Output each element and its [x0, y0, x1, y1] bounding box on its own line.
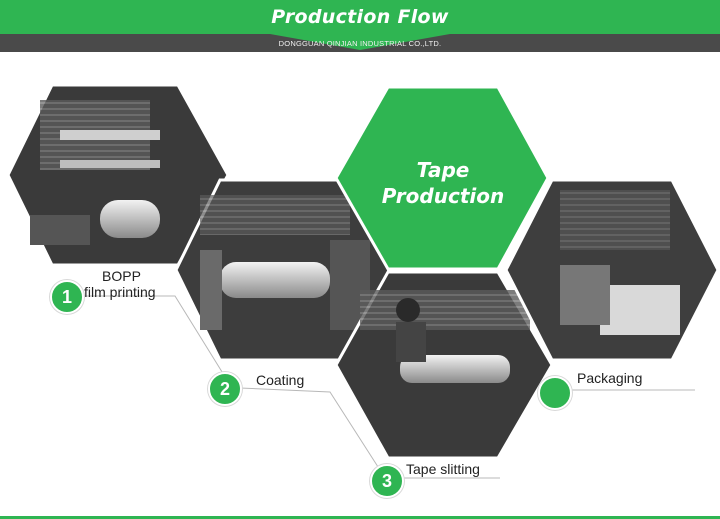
center-title-line2: Production — [381, 184, 505, 208]
connector-lines — [82, 295, 695, 479]
step-badge-1: 1 — [50, 280, 84, 314]
banner-shape — [0, 0, 720, 52]
center-title-line1: Tape — [416, 158, 470, 182]
page-title: Production Flow — [271, 6, 449, 28]
step-badge-4 — [538, 376, 572, 410]
center-hexagon — [334, 85, 550, 271]
step-badge-3: 3 — [370, 464, 404, 498]
packaging-line-photo — [504, 178, 720, 362]
step-label-1-line1: BOPP — [102, 268, 141, 284]
company-name: DONGGUAN QINJIAN INDUSTRIAL CO.,LTD. — [278, 39, 442, 48]
step-label-3: Tape slitting — [406, 461, 480, 477]
center-hexagon-text: Tape Production — [336, 157, 550, 209]
step-label-1-line2: film printing — [84, 284, 156, 300]
printing-machine-photo — [6, 83, 230, 267]
step-label-2: Coating — [256, 372, 305, 388]
footer-divider — [0, 516, 720, 519]
header-banner: Production Flow DONGGUAN QINJIAN INDUSTR… — [0, 0, 720, 60]
slitting-worker-photo — [334, 270, 554, 460]
step-badge-2: 2 — [208, 372, 242, 406]
step-label-4: Packaging — [577, 370, 643, 386]
